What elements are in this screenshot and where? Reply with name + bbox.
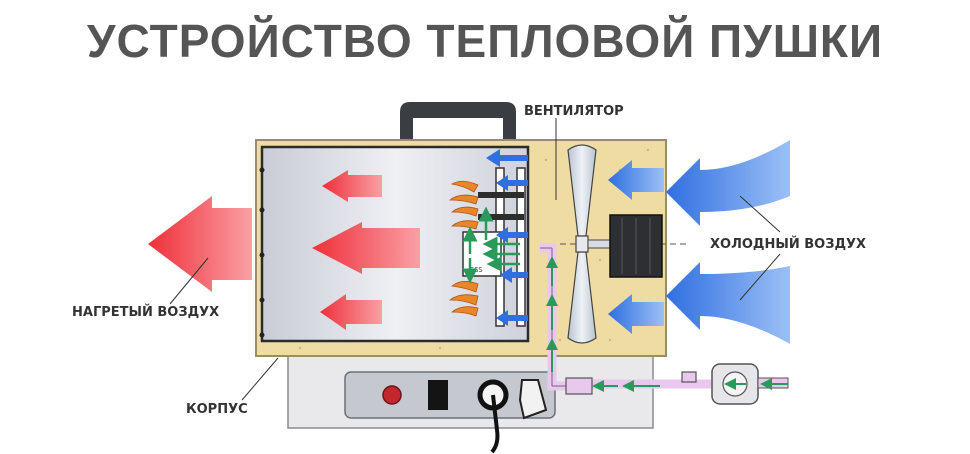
hot-air-label: НАГРЕТЫЙ ВОЗДУХ <box>72 305 220 320</box>
gas-valve <box>565 377 593 395</box>
page-title: УСТРОЙСТВО ТЕПЛОВОЙ ПУШКИ <box>86 15 884 67</box>
handle <box>400 102 516 142</box>
fan-blade-top <box>567 144 597 237</box>
burner-plate-right <box>516 167 526 327</box>
gas-flow-burner <box>462 206 520 284</box>
cold-air-leader-top <box>739 195 781 233</box>
hot-air-leader <box>169 257 209 305</box>
air-flow-burner <box>486 149 528 326</box>
power-cord <box>490 394 500 454</box>
nozzle-marking: SSS <box>470 266 483 274</box>
fan-blade-bottom <box>567 251 597 344</box>
gas-inlet-fitting <box>518 379 548 420</box>
gas-flow-line <box>546 256 788 392</box>
housing-label: КОРПУС <box>186 402 248 417</box>
burner-flames <box>448 180 479 317</box>
hot-arrow-top <box>322 170 382 202</box>
cold-air-arrow-top <box>666 140 790 226</box>
cold-air-leader-bottom <box>739 253 781 301</box>
housing-leader <box>241 357 279 401</box>
chamber-rivets <box>259 167 265 338</box>
cold-air-arrow-bottom <box>666 262 790 344</box>
cold-air-label: ХОЛОДНЫЙ ВОЗДУХ <box>710 237 867 252</box>
burner-tube-mid <box>478 214 524 220</box>
power-indicator <box>382 385 402 405</box>
fan-label: ВЕНТИЛЯТОР <box>524 104 624 119</box>
hot-arrow-middle <box>312 222 420 274</box>
hot-air-arrows-inner <box>312 170 420 330</box>
hot-air-arrow-outer <box>148 196 252 292</box>
burner-tube-top <box>478 192 524 198</box>
power-switch <box>428 380 448 410</box>
gas-connector <box>681 371 697 383</box>
hot-arrow-bottom <box>320 294 382 330</box>
fan-hub <box>575 235 589 253</box>
fan-shaft <box>587 239 611 249</box>
cold-air-arrows-inner <box>608 160 664 334</box>
